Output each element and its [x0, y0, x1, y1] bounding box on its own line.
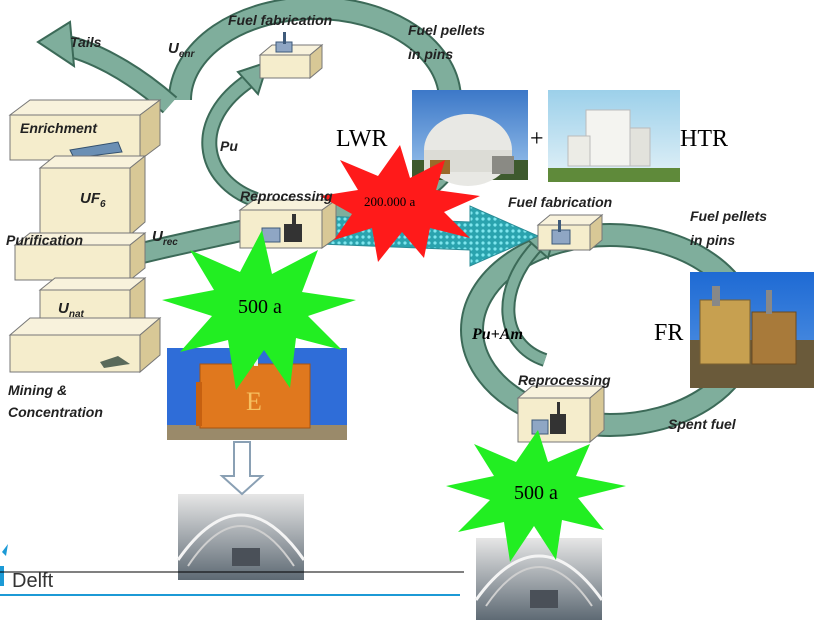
tudelft-logo-text: Delft: [12, 570, 54, 592]
fuel-fabrication-box-2: [536, 213, 604, 252]
lwr-photo: [412, 90, 528, 186]
purification-label: Purification: [6, 232, 84, 248]
mining-box: [8, 316, 162, 374]
spent-fuel-label: Spent fuel: [668, 416, 736, 432]
u-rec-label: Urec: [152, 228, 178, 248]
concentration-label: Concentration: [8, 404, 103, 420]
reprocessing-label-2: Reprocessing: [518, 372, 611, 388]
repository-photo-left: [176, 494, 306, 580]
pu-label: Pu: [220, 138, 238, 154]
fr-label: FR: [654, 320, 684, 346]
uf6-sub: 6: [100, 199, 106, 210]
u-rec-base: U: [152, 228, 163, 245]
fuel-pellets-label-1b: in pins: [408, 46, 454, 62]
fuel-pellets-label-2b: in pins: [690, 232, 736, 248]
green-burst-left: [162, 230, 356, 390]
enrichment-box: [8, 99, 162, 161]
reprocessing-box-1: [238, 199, 338, 249]
svg-text:E: E: [246, 387, 262, 416]
reprocessing-label-1: Reprocessing: [240, 188, 333, 204]
green-burst-left-label: 500 a: [238, 296, 282, 318]
u-nat-label: Unat: [58, 300, 84, 320]
fuel-pellets-label-2a: Fuel pellets: [690, 208, 768, 224]
uf6-box: [38, 154, 147, 237]
red-burst-label: 200.000 a: [364, 194, 416, 209]
repository-photo-right: [474, 538, 604, 620]
storage-photo: E: [167, 348, 347, 440]
u-nat-sub: nat: [68, 309, 84, 320]
red-burst: [320, 145, 480, 262]
htr-photo: [548, 90, 680, 182]
purification-box: [13, 231, 147, 282]
u-enr-base: U: [168, 40, 179, 57]
tudelft-logo: [0, 544, 460, 596]
htr-label: HTR: [680, 126, 728, 152]
reprocessing-box-2: [516, 384, 606, 444]
fr-photo: [690, 272, 814, 388]
lwr-label: LWR: [336, 126, 388, 152]
fuel-fabrication-label-1: Fuel fabrication: [228, 12, 333, 28]
fuel-pellets-label-1a: Fuel pellets: [408, 22, 486, 38]
u-enr-label: Uenr: [168, 40, 194, 60]
u-enr-sub: enr: [178, 49, 195, 60]
mining-label: Mining &: [8, 382, 68, 398]
enrichment-label: Enrichment: [20, 120, 98, 136]
pu-am-label: Pu+Am: [472, 326, 523, 343]
uf6-label: UF6: [80, 190, 106, 210]
tails-label: Tails: [70, 34, 102, 50]
uf6-base: UF: [80, 190, 100, 207]
green-burst-right-label: 500 a: [514, 482, 558, 504]
u-rec-sub: rec: [162, 237, 178, 248]
plus-label: +: [530, 126, 544, 152]
fuel-fabrication-box-1: [258, 32, 324, 80]
green-burst-right: [446, 430, 626, 562]
u-nat-base: U: [58, 300, 69, 317]
storage-down-arrow: [219, 441, 265, 496]
fuel-fabrication-label-2: Fuel fabrication: [508, 194, 613, 210]
